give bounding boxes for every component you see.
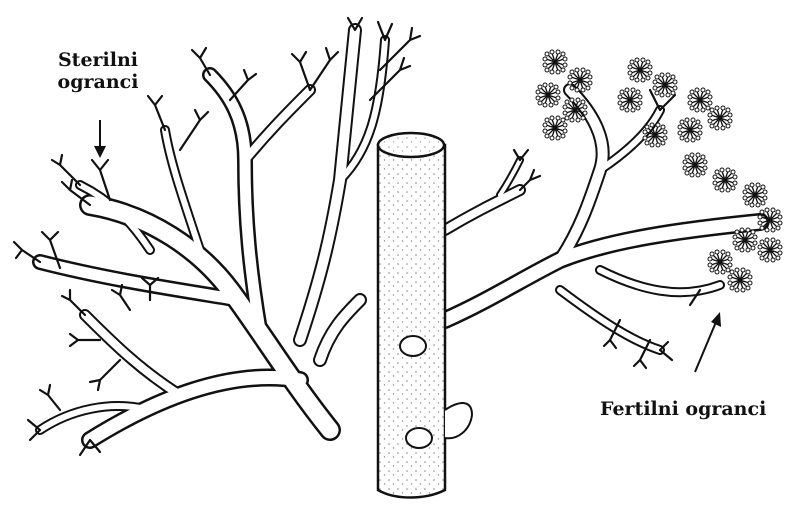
sterile-label-line2: ogranci: [56, 71, 140, 93]
fertile-arrow: [695, 312, 721, 372]
fertile-branches-label: Fertilni ogranci: [600, 398, 766, 420]
sterile-arrow: [94, 120, 106, 158]
sterile-label-line1: Sterilni: [56, 49, 140, 71]
sterile-branches-label: Sterilni ogranci: [56, 49, 140, 93]
